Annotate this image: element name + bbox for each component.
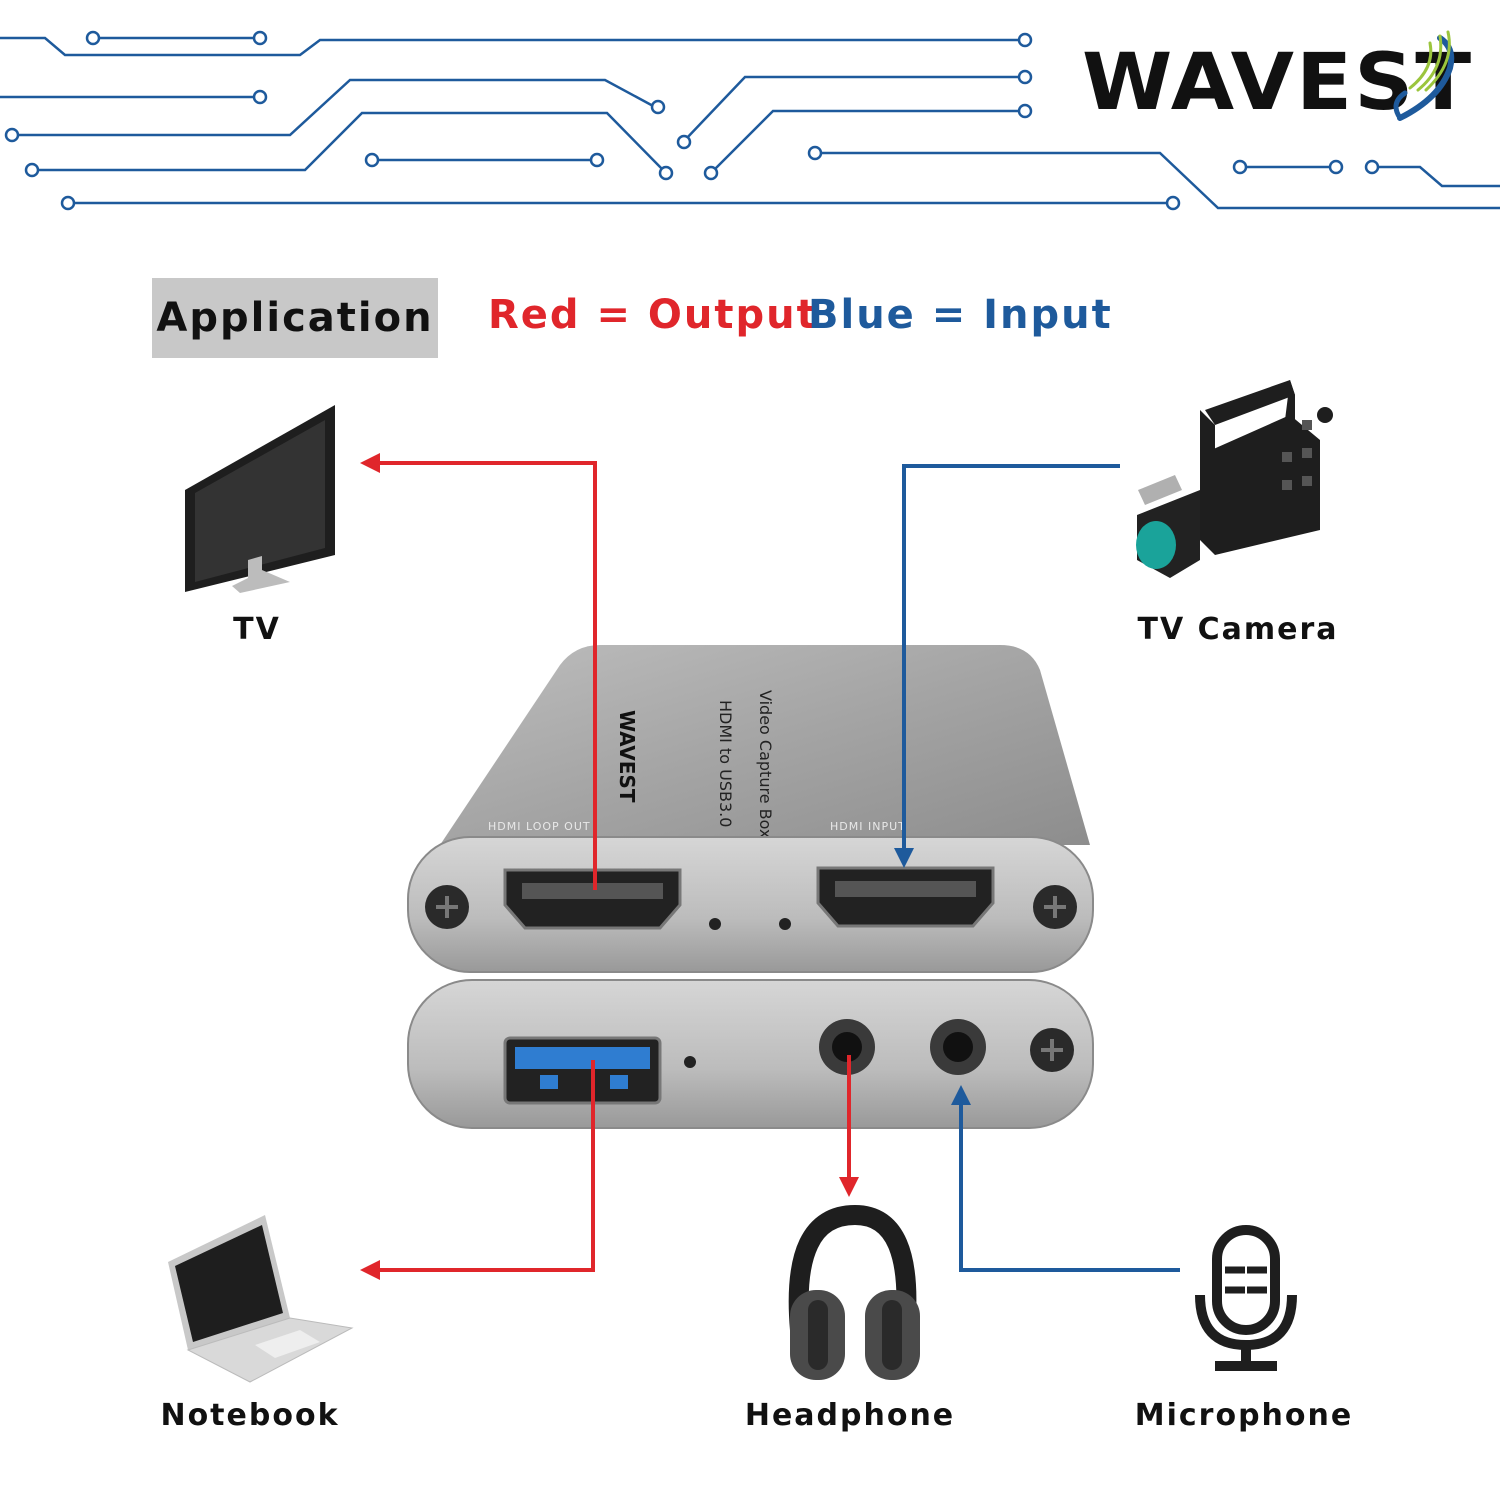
- device-logo: WAVEST: [615, 710, 639, 803]
- usb3-port: [503, 1036, 662, 1105]
- laptop-icon: [168, 1215, 354, 1383]
- monitor-icon: [185, 405, 335, 593]
- circuit-decoration: [0, 30, 1500, 211]
- screw-icon: [1030, 1028, 1074, 1072]
- microphone-input-line: [951, 1085, 1180, 1272]
- hdmi-in-port: [816, 866, 995, 928]
- application-badge: Application: [152, 278, 438, 358]
- tv-output-line: [360, 453, 597, 890]
- brand-logo: WAVEST: [1082, 38, 1474, 128]
- device-label-2: Video Capture Box: [756, 690, 775, 838]
- microphone-icon: [1195, 1225, 1297, 1371]
- label-microphone: Microphone: [1134, 1398, 1354, 1433]
- microphone-jack: [930, 1019, 986, 1075]
- screw-icon: [1033, 885, 1077, 929]
- label-tv-camera: TV Camera: [1137, 612, 1339, 647]
- logo-swoosh-icon: [1393, 30, 1455, 121]
- device-label-1: HDMI to USB3.0: [716, 700, 735, 827]
- hdmi-out-port: [503, 868, 682, 930]
- headphones-icon: [788, 1204, 920, 1380]
- label-notebook: Notebook: [160, 1398, 340, 1433]
- camera-input-line: [894, 464, 1120, 868]
- screw-icon: [425, 885, 469, 929]
- legend-output: Red = Output: [488, 292, 818, 338]
- capture-box: WAVEST HDMI to USB3.0 Video Capture Box …: [407, 645, 1094, 1129]
- port-label-hdmi-in: HDMI INPUT: [830, 820, 906, 833]
- label-headphone: Headphone: [744, 1398, 956, 1433]
- video-camera-icon: [1136, 380, 1333, 578]
- legend-input: Blue = Input: [808, 292, 1113, 338]
- label-tv: TV: [233, 612, 281, 647]
- application-badge-label: Application: [156, 295, 434, 341]
- notebook-output-line: [360, 1060, 595, 1280]
- headphone-jack: [819, 1019, 875, 1075]
- port-label-hdmi-out: HDMI LOOP OUT: [488, 820, 591, 833]
